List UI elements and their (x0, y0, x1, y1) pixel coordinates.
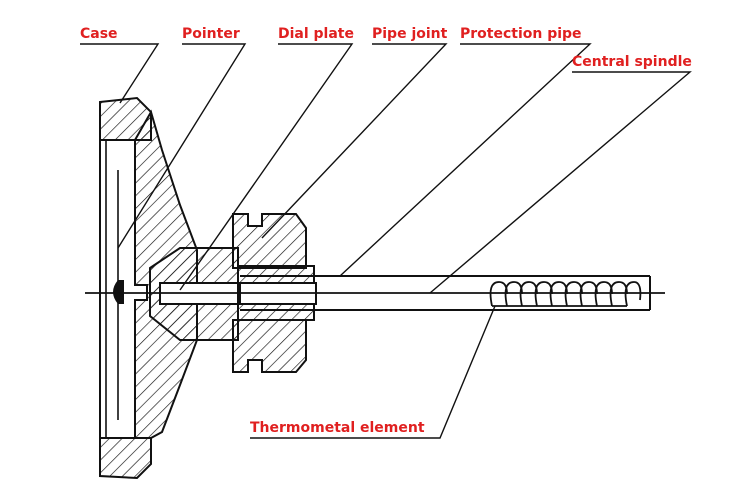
label-thermometal-element: Thermometal element (250, 420, 425, 436)
leader-lines (80, 43, 692, 439)
label-pointer: Pointer (182, 26, 240, 42)
leader-thermometal-element (250, 305, 496, 439)
label-central-spindle: Central spindle (572, 54, 692, 70)
label-case: Case (80, 26, 118, 42)
leader-protection-pipe (339, 43, 592, 277)
pipe-joint-nut (232, 213, 307, 373)
thermometal-coil (489, 281, 642, 307)
case-bezel (99, 96, 152, 480)
leader-dial-plate (179, 43, 354, 291)
leader-pointer (117, 43, 247, 249)
leader-case (80, 43, 160, 104)
pointer-hub (113, 280, 124, 304)
leader-central-spindle (429, 71, 692, 294)
bushing (149, 247, 241, 341)
label-pipe-joint: Pipe joint (372, 26, 448, 42)
label-dial-plate: Dial plate (278, 26, 354, 42)
label-protection-pipe: Protection pipe (460, 26, 582, 42)
leader-pipe-joint (261, 43, 448, 239)
